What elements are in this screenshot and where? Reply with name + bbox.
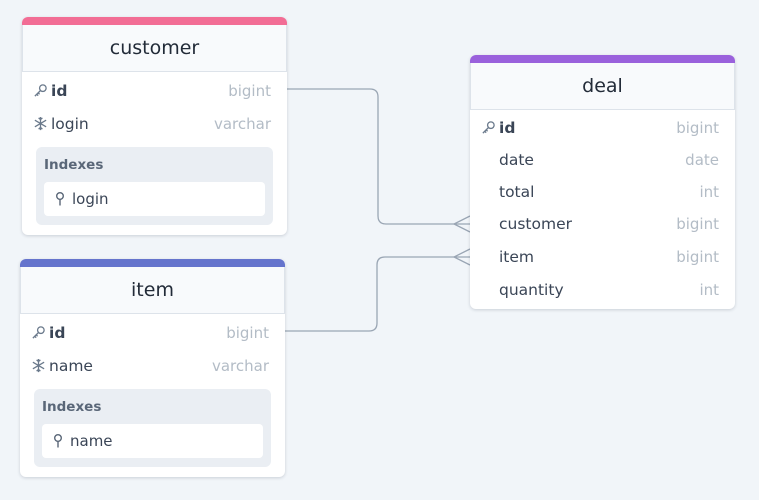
- field-type: bigint: [676, 215, 719, 233]
- key-icon: [30, 325, 47, 340]
- table-color-bar: [470, 55, 735, 63]
- field-row[interactable]: id bigint: [20, 316, 285, 349]
- field-type: bigint: [676, 118, 719, 137]
- snowflake-icon: [30, 358, 47, 373]
- crowfoot-item-deal: [452, 248, 471, 266]
- field-type: int: [699, 183, 719, 201]
- field-row[interactable]: id bigint: [22, 74, 287, 107]
- field-type: date: [685, 151, 719, 169]
- field-name: quantity: [499, 280, 564, 299]
- table-item[interactable]: item id bigint name varchar Indexes name: [20, 259, 285, 477]
- field-name: customer: [499, 215, 572, 233]
- connector-item-deal[interactable]: [285, 256, 470, 332]
- table-title[interactable]: customer: [22, 25, 287, 72]
- field-row[interactable]: login varchar: [22, 107, 287, 140]
- field-row[interactable]: id bigint: [470, 111, 735, 144]
- field-name: id: [499, 118, 516, 137]
- field-name: date: [499, 151, 534, 169]
- field-type: bigint: [226, 323, 269, 342]
- field-row[interactable]: name varchar: [20, 349, 285, 382]
- index-item[interactable]: name: [42, 424, 263, 458]
- table-color-bar: [22, 17, 287, 25]
- crowfoot-customer-deal: [452, 215, 471, 233]
- field-row[interactable]: total int: [470, 176, 735, 208]
- indexes-heading: Indexes: [42, 399, 102, 415]
- connector-customer-deal[interactable]: [287, 88, 470, 225]
- key-icon: [32, 83, 49, 98]
- index-pin-icon: [54, 191, 66, 207]
- field-type: varchar: [213, 114, 271, 133]
- index-item[interactable]: login: [44, 182, 265, 216]
- indexes-section: Indexes login: [36, 147, 273, 225]
- field-name: name: [49, 356, 93, 375]
- field-row[interactable]: item bigint: [470, 240, 735, 273]
- field-type: int: [699, 280, 719, 299]
- field-name: total: [499, 183, 535, 201]
- key-icon: [480, 120, 497, 135]
- table-customer[interactable]: customer id bigint login varchar Indexes…: [22, 17, 287, 235]
- table-title[interactable]: item: [20, 267, 285, 314]
- field-row[interactable]: date date: [470, 144, 735, 176]
- field-type: bigint: [676, 247, 719, 266]
- field-name: id: [49, 323, 66, 342]
- field-name: id: [51, 81, 68, 100]
- field-name: login: [51, 114, 89, 133]
- indexes-section: Indexes name: [34, 389, 271, 467]
- index-pin-icon: [52, 433, 64, 449]
- index-name: login: [72, 190, 109, 208]
- field-name: item: [499, 247, 535, 266]
- table-title[interactable]: deal: [470, 63, 735, 110]
- table-color-bar: [20, 259, 285, 267]
- index-name: name: [70, 432, 113, 450]
- field-type: bigint: [228, 81, 271, 100]
- snowflake-icon: [32, 116, 49, 131]
- table-deal[interactable]: deal id bigint date date total int custo…: [470, 55, 735, 309]
- field-type: varchar: [211, 356, 269, 375]
- indexes-heading: Indexes: [44, 157, 104, 173]
- field-row[interactable]: customer bigint: [470, 208, 735, 240]
- field-row[interactable]: quantity int: [470, 273, 735, 306]
